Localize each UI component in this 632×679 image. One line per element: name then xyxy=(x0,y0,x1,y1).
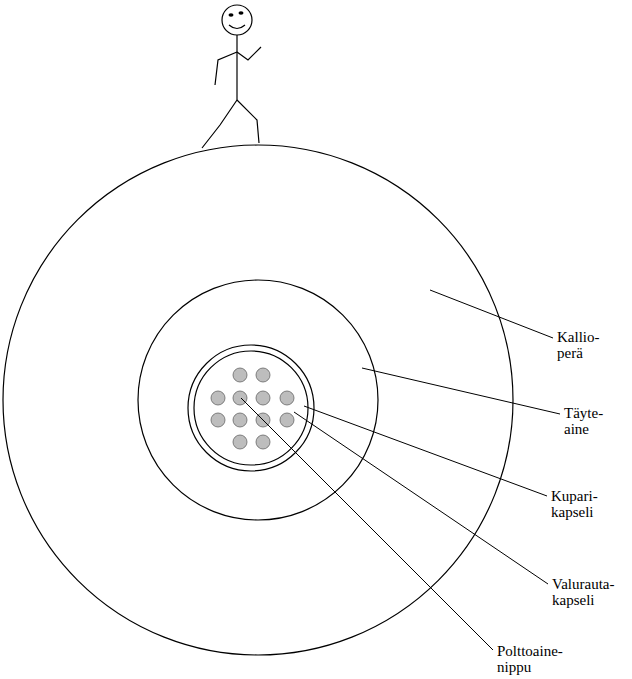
bedrock-circle xyxy=(3,145,513,655)
stick-figure xyxy=(202,5,261,148)
part-label: Täyte- aine xyxy=(564,405,603,437)
filler-circle xyxy=(138,280,378,520)
part-label: Kupari- kapseli xyxy=(551,488,598,520)
part-label: Kallio- perä xyxy=(557,329,600,361)
stick-figure-eyes xyxy=(229,11,244,17)
fuel-bundles xyxy=(211,368,294,449)
part-label: Polttoaine- nippu xyxy=(497,643,563,675)
part-label: Valurauta- kapseli xyxy=(552,576,614,608)
leader-lines xyxy=(241,290,560,650)
